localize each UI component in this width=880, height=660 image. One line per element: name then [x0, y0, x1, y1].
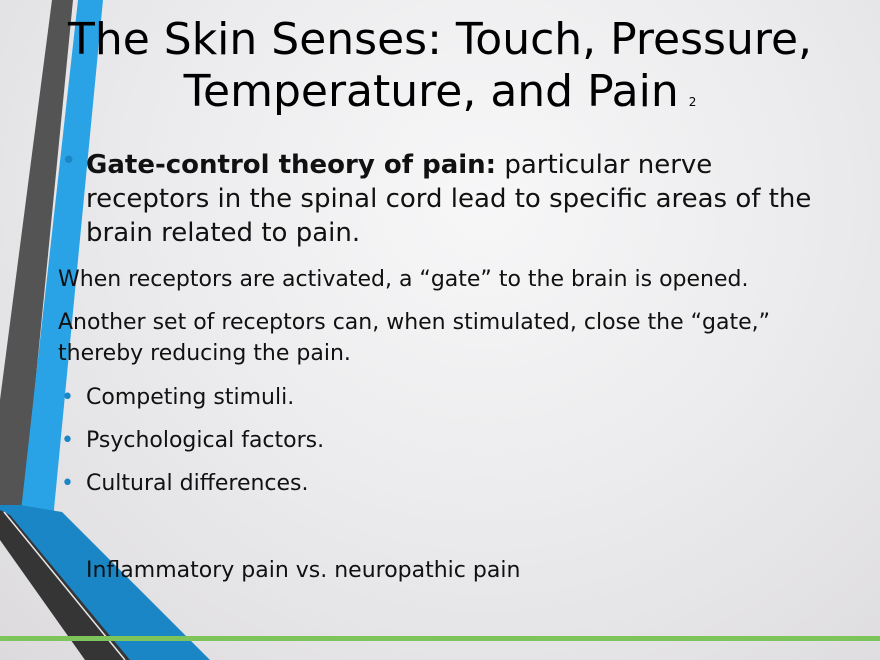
sub-bullet-text: Psychological factors.: [86, 428, 325, 453]
sub-bullet: • Psychological factors.: [58, 424, 838, 457]
slide-title: The Skin Senses: Touch, Pressure, Temper…: [60, 14, 820, 128]
paragraph-gate-open: When receptors are activated, a “gate” t…: [58, 267, 749, 292]
lead-bullet-text: particular nerve receptors in the spinal…: [86, 150, 812, 248]
bullet-icon: •: [61, 428, 74, 453]
lead-bullet-term: Gate-control theory of pain:: [86, 150, 497, 180]
sub-bullet-text: Cultural differences.: [86, 471, 309, 496]
bullet-icon: •: [61, 471, 74, 496]
slide-number: 2: [688, 95, 697, 109]
lead-bullet: • Gate-control theory of pain: particula…: [58, 146, 838, 250]
sub-bullet-text: Competing stimuli.: [86, 385, 295, 410]
final-bullet-text: Inflammatory pain vs. neuropathic pain: [86, 558, 521, 583]
slide-body: • Gate-control theory of pain: particula…: [58, 146, 838, 587]
green-rule: [0, 636, 880, 641]
final-bullet: • Inflammatory pain vs. neuropathic pain: [58, 554, 838, 587]
sub-bullet: • Competing stimuli.: [58, 381, 838, 414]
bullet-icon: •: [61, 558, 74, 583]
sub-bullet: • Cultural differences.: [58, 467, 838, 500]
title-line-2: Temperature, and Pain: [183, 66, 679, 117]
spacer: [58, 510, 838, 554]
bullet-icon: •: [61, 385, 74, 410]
title-line-1: The Skin Senses: Touch, Pressure,: [67, 14, 813, 65]
bullet-icon: •: [61, 146, 77, 176]
paragraph-gate-close: Another set of receptors can, when stimu…: [58, 310, 771, 366]
